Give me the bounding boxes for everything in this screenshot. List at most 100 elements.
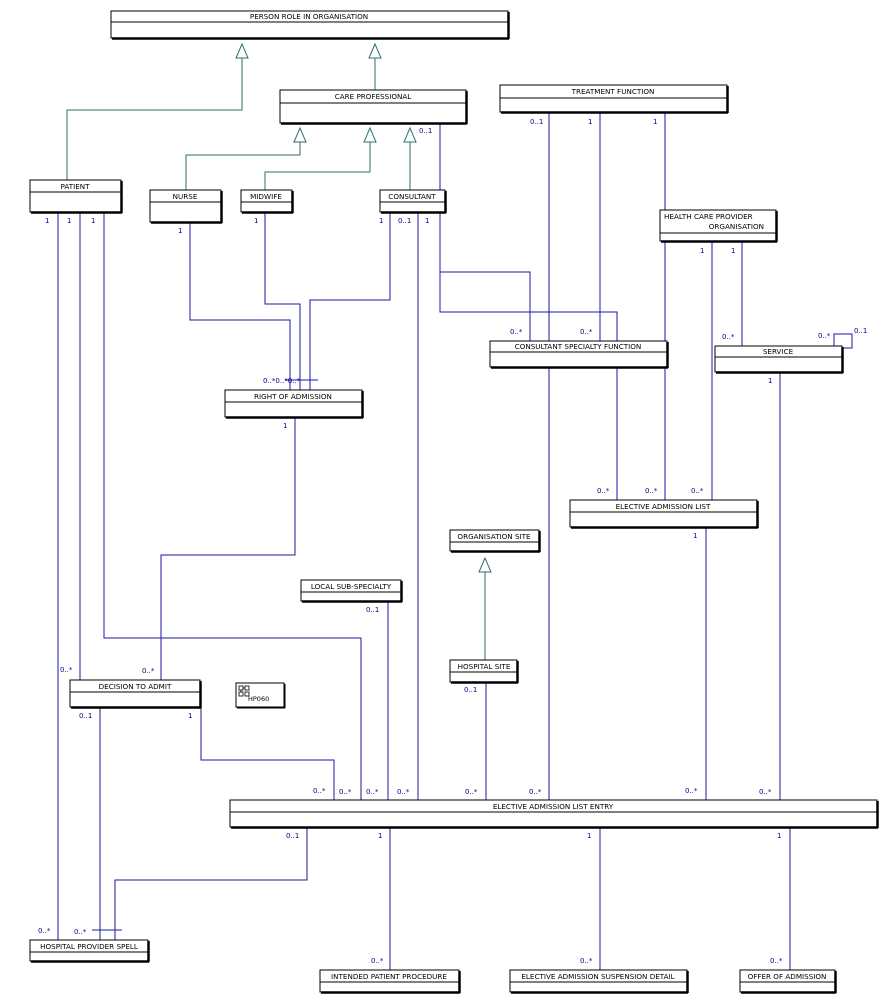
class-boxes [29,10,879,994]
mult-eale-in-4: 0..* [397,788,410,796]
mult-consultant-2: 0..1 [398,217,411,225]
generalization-patient [66,58,243,180]
class-elective-admission-suspension-detail[interactable] [509,969,689,994]
mult-eal-1: 0..* [597,487,610,495]
mult-eal-3: 0..* [691,487,704,495]
mult-eale-out-2: 1 [378,832,382,840]
mult-ipp-in: 0..* [371,957,384,965]
mult-eale-in-6: 0..* [529,788,542,796]
mult-eale-in-8: 0..* [759,788,772,796]
class-offer-of-admission[interactable] [739,969,837,994]
mult-eal-2: 0..* [645,487,658,495]
note-label: HP060 [248,695,269,703]
assoc-eale-hps [114,828,308,940]
mult-roa-in: 0..*0..*0..* [263,377,301,385]
note-hp060[interactable] [235,682,286,709]
mult-hs-out: 0..1 [464,686,477,694]
label-right-of-admission: RIGHT OF ADMISSION [254,392,332,401]
label-consultant: CONSULTANT [388,192,436,201]
label-nurse: NURSE [173,192,198,201]
mult-hps-in-1: 0..* [38,927,51,935]
label-care-professional: CARE PROFESSIONAL [335,92,412,101]
mult-csf-1: 0..* [510,328,523,336]
class-person-role-in-organisation[interactable] [110,10,510,40]
mult-easd-in: 0..* [580,957,593,965]
label-easd: ELECTIVE ADMISSION SUSPENSION DETAIL [521,972,674,981]
class-health-care-provider-organisation[interactable] [659,209,778,243]
label-eale: ELECTIVE ADMISSION LIST ENTRY [493,802,614,811]
mult-hcpo-2: 1 [731,247,735,255]
arrowhead-person-role-left [235,42,249,59]
label-consultant-specialty: CONSULTANT SPECIALTY FUNCTION [515,342,642,351]
label-patient: PATIENT [60,182,90,191]
class-hospital-site[interactable] [449,659,519,684]
mult-tf-2: 1 [588,118,592,126]
mult-nurse-1: 1 [178,227,182,235]
mult-eale-in-3: 0..* [366,788,379,796]
multiplicity-labels: 0..1 0..1 1 1 1 1 1 1 1 1 0..1 1 1 1 0..… [38,118,867,965]
class-care-professional[interactable] [279,89,468,125]
class-decision-to-admit[interactable] [69,679,202,709]
assoc-roa-dta [160,418,296,680]
class-organisation-site[interactable] [449,529,541,553]
assoc-consultant-csf [439,213,531,341]
mult-service-out: 1 [768,377,772,385]
generalization-arrowheads [235,42,492,573]
arrowhead-org-site [478,556,492,573]
class-service[interactable] [714,345,844,374]
assoc-service-self [833,333,853,349]
mult-lss-out: 0..1 [366,606,379,614]
generalization-midwife [264,142,371,190]
label-hcp-org-line2: ORGANISATION [709,222,764,231]
class-treatment-function[interactable] [499,84,729,114]
mult-consultant-1: 1 [379,217,383,225]
class-midwife[interactable] [240,189,294,214]
class-patient[interactable] [29,179,123,214]
mult-eal-out: 1 [693,532,697,540]
mult-dta-in-2: 0..* [142,667,155,675]
label-local-sub-specialty: LOCAL SUB-SPECIALTY [311,582,392,591]
class-consultant-specialty-function[interactable] [489,340,669,369]
class-intended-patient-procedure[interactable] [319,969,461,994]
mult-service-self-b: 0..1 [854,327,867,335]
label-hcp-org-line1: HEALTH CARE PROVIDER [664,212,753,221]
mult-tf-1: 0..1 [530,118,543,126]
class-elective-admission-list-entry[interactable] [229,799,879,829]
label-offer-of-admission: OFFER OF ADMISSION [748,972,827,981]
assoc-midwife-roa [264,213,301,390]
label-elective-admission-list: ELECTIVE ADMISSION LIST [616,502,711,511]
class-labels: PERSON ROLE IN ORGANISATION CARE PROFESS… [40,12,826,981]
mult-eale-out-1: 0..1 [286,832,299,840]
mult-patient-1: 1 [45,217,49,225]
generalization-nurse [185,142,301,190]
label-treatment-function: TREATMENT FUNCTION [571,87,655,96]
class-right-of-admission[interactable] [224,389,364,419]
label-organisation-site: ORGANISATION SITE [457,532,531,541]
class-hospital-provider-spell[interactable] [29,939,150,963]
connector-lines [57,58,853,970]
mult-patient-3: 1 [91,217,95,225]
mult-hcpo-1: 1 [700,247,704,255]
label-person-role: PERSON ROLE IN ORGANISATION [250,12,368,21]
mult-roa-out: 1 [283,422,287,430]
assoc-nurse-roa [189,223,291,390]
mult-csf-2: 0..* [580,328,593,336]
class-consultant[interactable] [379,189,447,214]
mult-dta-out-2: 1 [188,712,192,720]
mult-cp-consultant: 0..1 [419,127,432,135]
mult-service-self-a: 0..* [818,332,831,340]
label-service: SERVICE [763,347,794,356]
assoc-dta-eale [200,708,335,800]
label-decision-to-admit: DECISION TO ADMIT [99,682,172,691]
label-intended-patient-procedure: INTENDED PATIENT PROCEDURE [331,972,447,981]
class-nurse[interactable] [149,189,223,224]
assoc-consultant-eal [439,272,618,500]
arrowhead-person-role-right [368,42,382,59]
arrowhead-cp-nurse [293,126,307,143]
class-elective-admission-list[interactable] [569,499,759,529]
mult-eale-out-3: 1 [587,832,591,840]
class-local-sub-specialty[interactable] [300,579,403,603]
arrowhead-cp-consultant [403,126,417,143]
